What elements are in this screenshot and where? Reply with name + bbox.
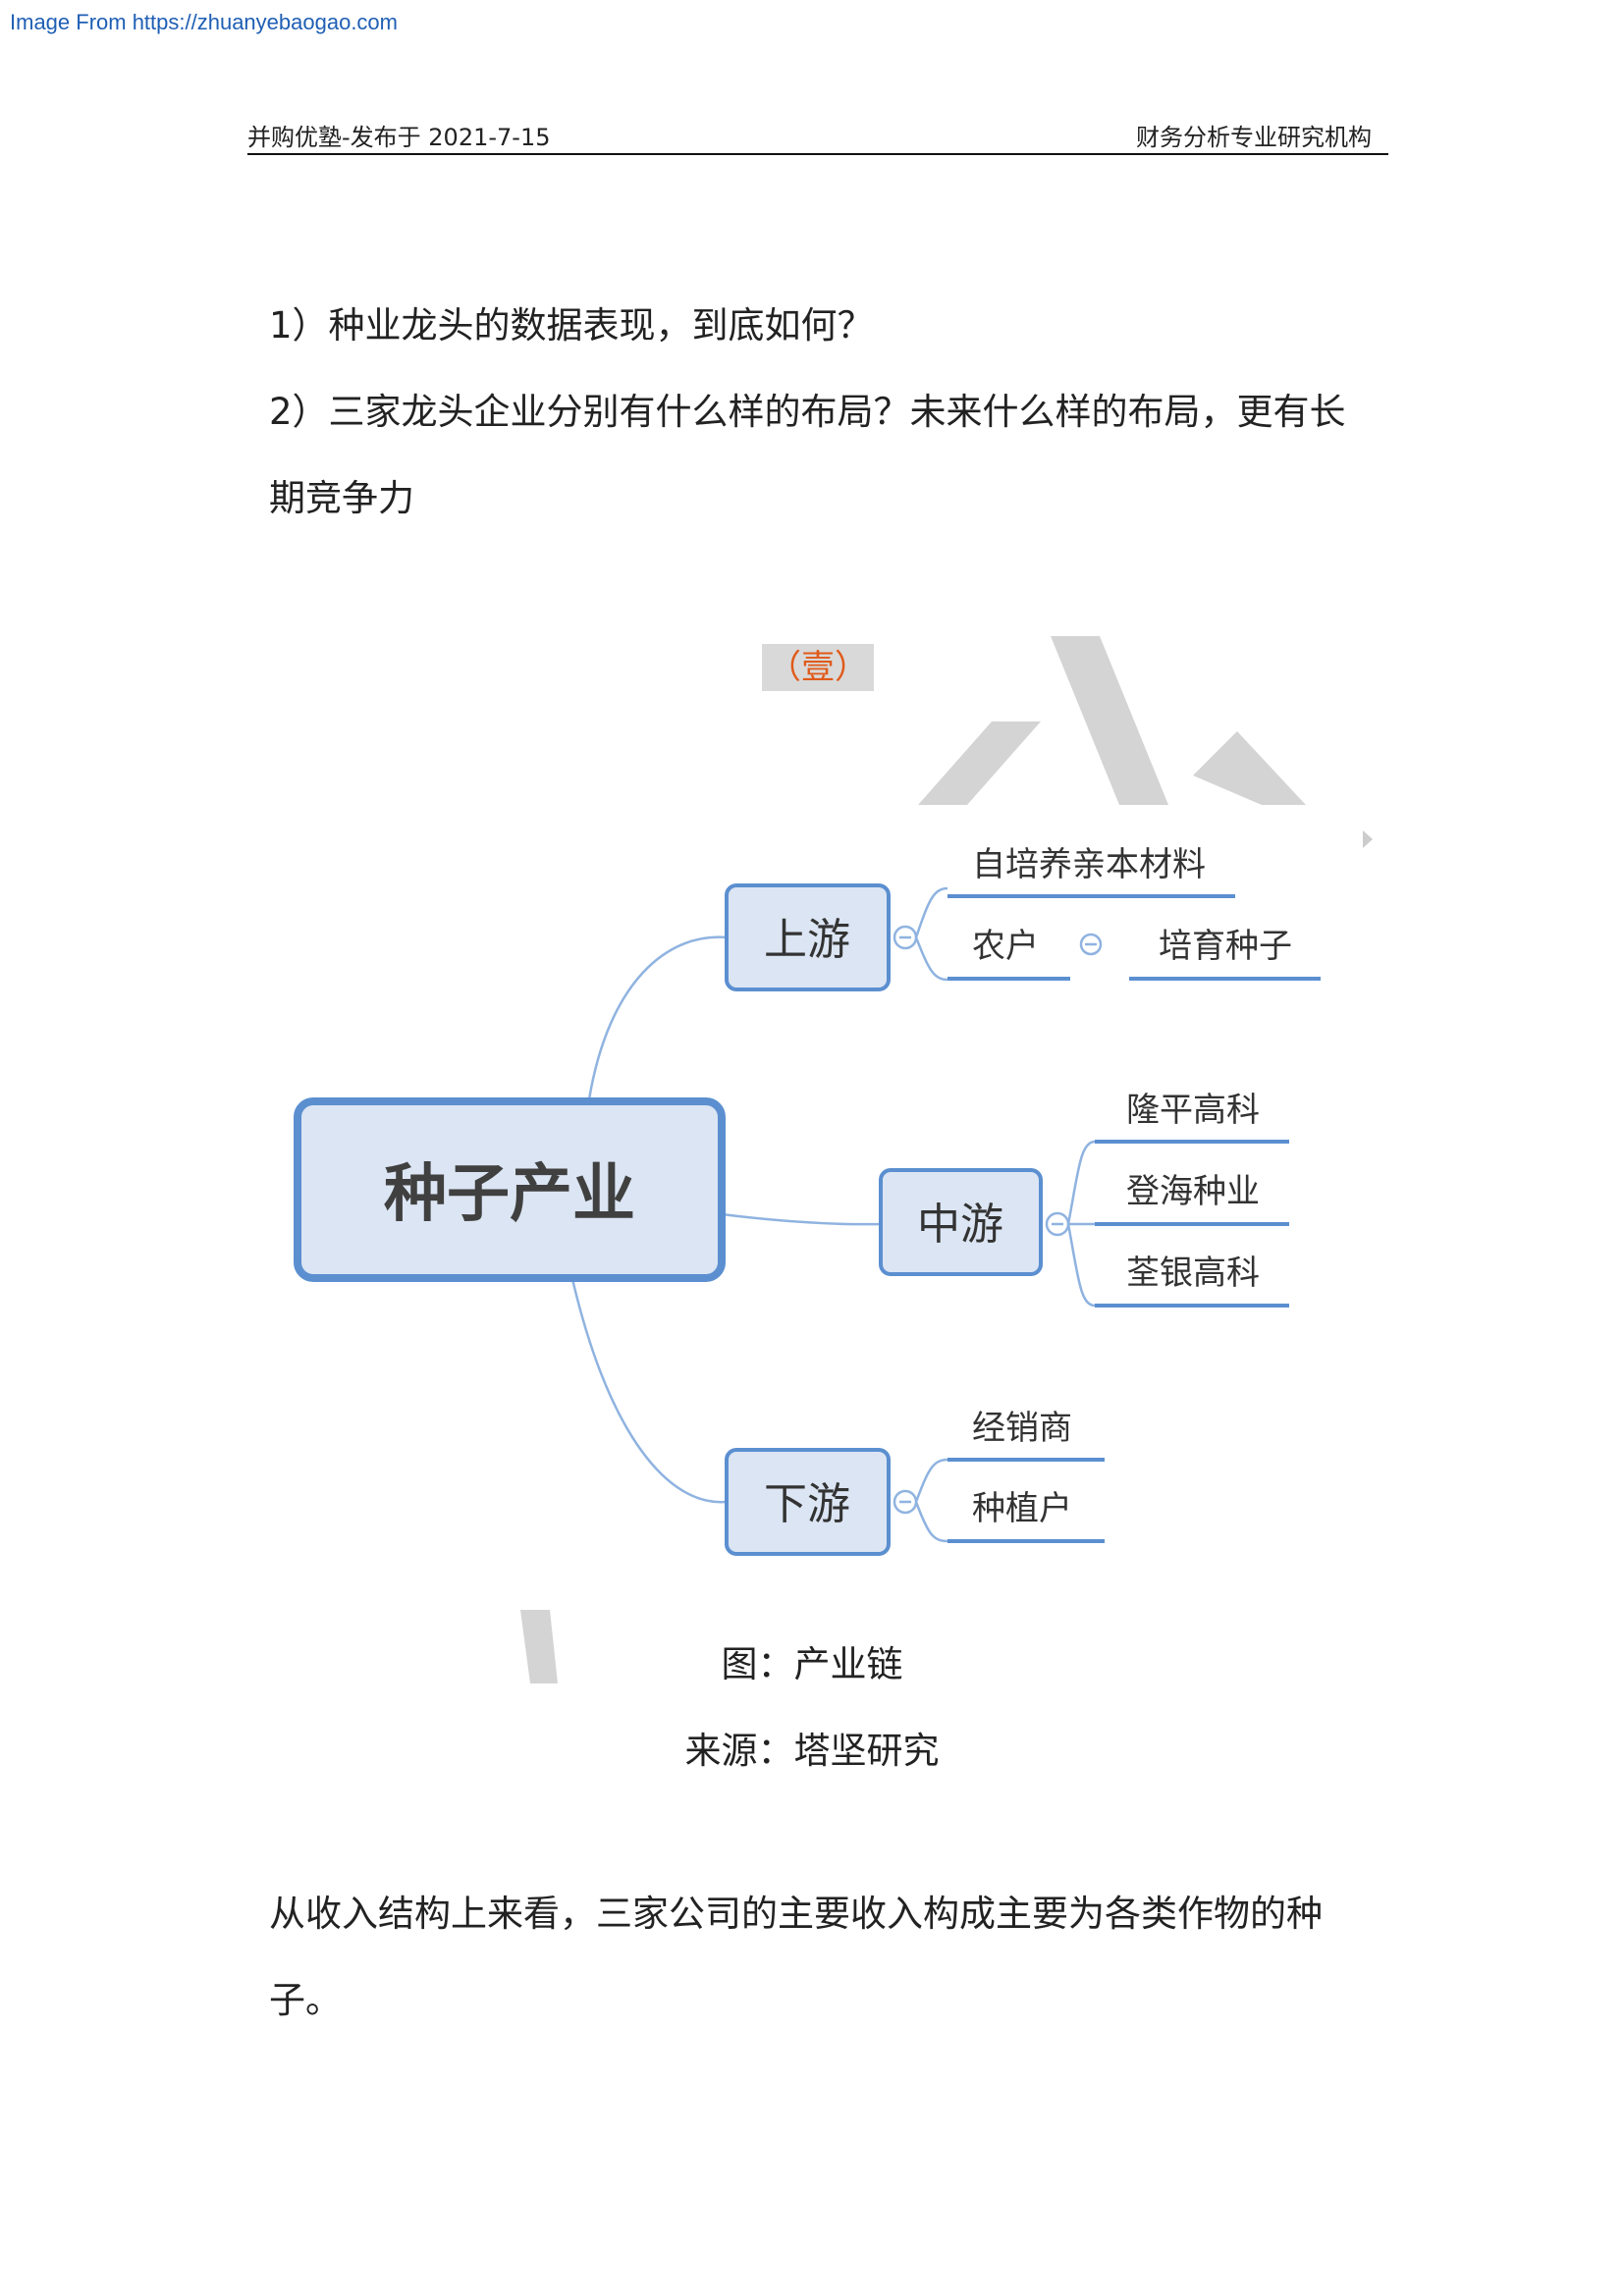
header-divider	[247, 153, 1388, 155]
upstream-child-1: 自培养亲本材料	[972, 845, 1206, 884]
upstream-child-2: 农户	[972, 927, 1039, 966]
figure-caption: 图：产业链	[721, 1643, 903, 1685]
mindmap-upstream-node: 上游	[725, 883, 891, 991]
root-node-label: 种子产业	[384, 1158, 635, 1231]
section-tag: （壹）	[762, 644, 874, 691]
midstream-child-3: 荃银高科	[1126, 1254, 1260, 1293]
upstream-child-2-sub: 培育种子	[1159, 927, 1292, 966]
collapse-arrow-icon	[1363, 830, 1373, 848]
body-line-1: 从收入结构上来看，三家公司的主要收入构成主要为各类作物的种	[269, 1893, 1323, 1935]
mindmap-connectors	[570, 935, 882, 1504]
watermark	[520, 636, 1306, 1683]
downstream-child-2: 种植户	[972, 1489, 1072, 1528]
body-line-2: 子。	[269, 1979, 342, 2021]
header-organization: 财务分析专业研究机构	[1136, 124, 1372, 151]
question-1: 1）种业龙头的数据表现，到底如何？	[269, 304, 874, 347]
upstream-label: 上游	[764, 915, 850, 965]
mindmap-downstream-node: 下游	[725, 1448, 891, 1556]
downstream-child-1: 经销商	[972, 1409, 1072, 1448]
header-publisher-date: 并购优塾-发布于 2021-7-15	[247, 124, 551, 151]
question-2-line-1: 2）三家龙头企业分别有什么样的布局？未来什么样的布局，更有长	[269, 391, 1346, 433]
figure-source: 来源：塔坚研究	[684, 1730, 940, 1772]
downstream-label: 下游	[764, 1479, 850, 1529]
mindmap-root-node: 种子产业	[294, 1097, 726, 1282]
question-2-line-2: 期竞争力	[269, 477, 414, 519]
midstream-label: 中游	[917, 1200, 1003, 1250]
midstream-child-1: 隆平高科	[1126, 1091, 1260, 1130]
source-link[interactable]: Image From https://zhuanyebaogao.com	[10, 10, 398, 34]
mindmap-midstream-node: 中游	[879, 1168, 1043, 1276]
midstream-child-2: 登海种业	[1126, 1172, 1260, 1211]
